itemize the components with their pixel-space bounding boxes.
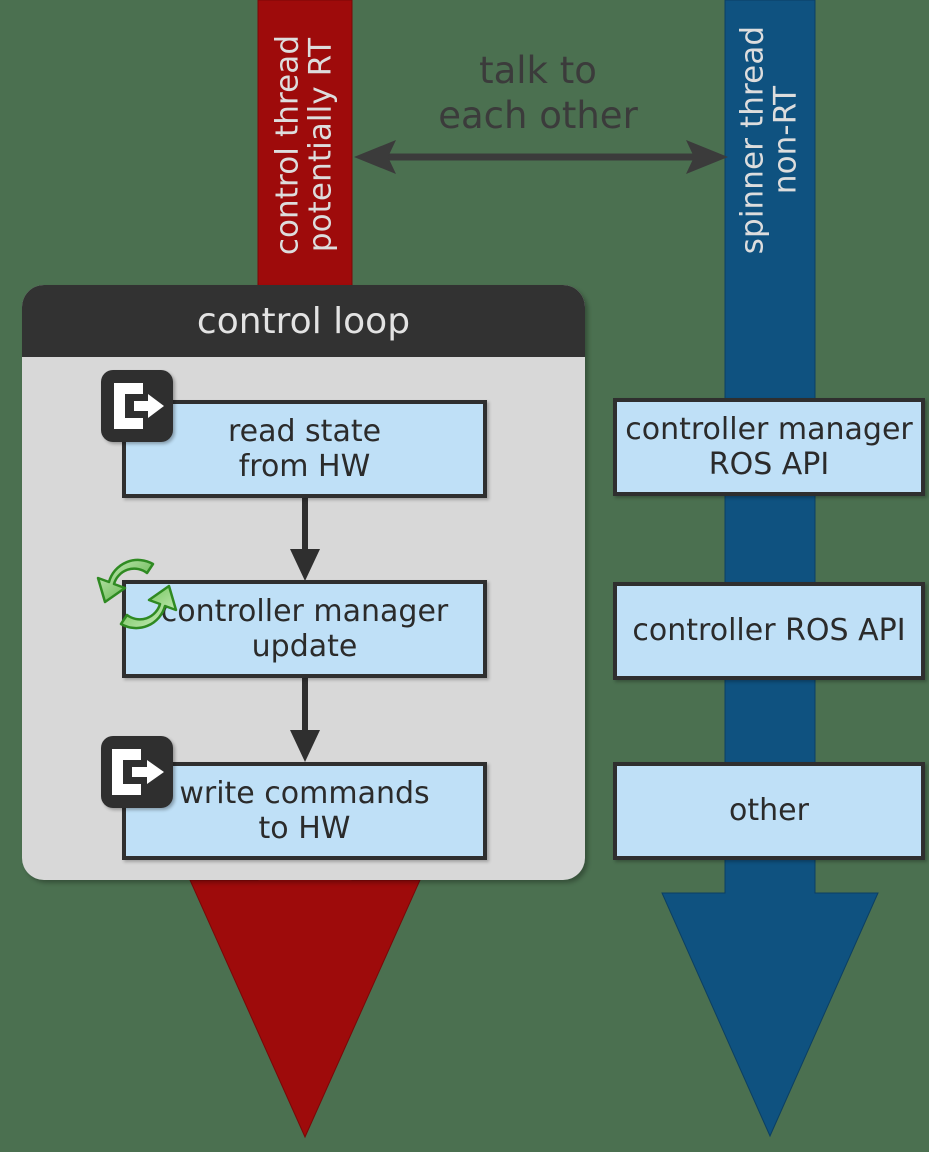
ctrl-ros-api-line-1: controller ROS API bbox=[632, 613, 906, 649]
step-controller-manager-update[interactable]: controller manager update bbox=[122, 580, 487, 678]
spinner-item-other[interactable]: other bbox=[613, 762, 925, 860]
spinner-item-controller-manager-ros-api[interactable]: controller manager ROS API bbox=[613, 398, 925, 496]
cm-ros-api-line-1: controller manager bbox=[625, 411, 913, 447]
talk-to-each-other-label: talk to each other bbox=[355, 48, 721, 138]
flow-connector-arrow-update-to-write bbox=[288, 678, 322, 764]
other-line-1: other bbox=[729, 793, 809, 829]
spinner-thread-name: spinner thread bbox=[734, 25, 771, 255]
control-loop-title: control loop bbox=[22, 285, 585, 357]
step-write-cmd-line-1: write commands bbox=[179, 775, 430, 811]
step-write-cmd-line-2: to HW bbox=[258, 811, 351, 846]
cm-ros-api-line-2: ROS API bbox=[708, 447, 830, 482]
import-arrow-in-icon bbox=[101, 370, 173, 442]
step-write-commands-to-hw[interactable]: write commands to HW bbox=[122, 762, 487, 860]
step-read-state-line-1: read state bbox=[227, 413, 382, 449]
spinner-thread-column bbox=[640, 0, 900, 1140]
spinner-thread-label: spinner thread non-RT bbox=[725, 20, 815, 260]
step-read-state-from-hw[interactable]: read state from HW bbox=[122, 400, 487, 498]
annotation-line-2: each other bbox=[438, 94, 638, 138]
step-cm-update-line-2: update bbox=[251, 629, 358, 664]
double-headed-horizontal-arrow-icon bbox=[352, 139, 730, 175]
control-thread-qualifier: potentially RT bbox=[303, 37, 339, 253]
annotation-line-1: talk to bbox=[479, 49, 597, 92]
refresh-cycle-icon bbox=[93, 550, 181, 638]
spinner-item-controller-ros-api[interactable]: controller ROS API bbox=[613, 582, 925, 680]
step-cm-update-line-1: controller manager bbox=[160, 593, 449, 629]
export-arrow-out-icon bbox=[101, 736, 173, 808]
step-read-state-line-2: from HW bbox=[238, 449, 371, 484]
control-thread-name: control thread bbox=[269, 34, 306, 256]
spinner-thread-qualifier: non-RT bbox=[768, 85, 804, 195]
spinner-thread-arrow-shape bbox=[661, 0, 879, 1138]
control-thread-label: control thread potentially RT bbox=[258, 20, 352, 270]
flow-connector-arrow-read-to-update bbox=[288, 497, 322, 583]
